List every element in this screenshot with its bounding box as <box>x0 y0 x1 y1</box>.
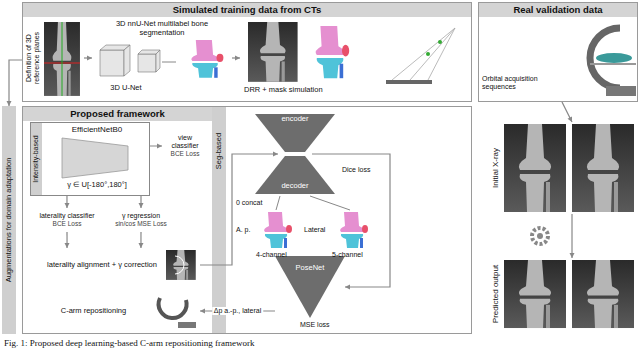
connector-arrow <box>150 143 162 148</box>
arrowhead <box>64 203 69 208</box>
connector-arrow <box>200 152 278 266</box>
annotation-label: Lateral <box>304 226 325 234</box>
node-text: view classifier <box>164 134 206 150</box>
arrowhead <box>345 285 350 290</box>
connector-arrow <box>139 196 144 208</box>
network-block: PoseNet <box>275 256 345 318</box>
process-box: γ regressionsin/cos MSE Loss <box>106 208 176 232</box>
node-text: Intensity-based <box>32 124 40 194</box>
annotation-label: A. p. <box>236 226 250 234</box>
connector-line <box>200 154 278 265</box>
node-text: Definition of 3D reference planes <box>25 20 41 96</box>
annotation-label: MSE loss <box>300 321 330 329</box>
panel-title: Real validation data <box>479 3 637 17</box>
connector-arrow <box>562 102 572 122</box>
arrowhead <box>87 56 92 61</box>
edge-label: Δp a.-p., lateral <box>212 307 263 315</box>
node-text: BCE Loss <box>171 150 200 157</box>
arrowhead <box>200 308 205 313</box>
arrowhead <box>235 56 240 61</box>
node-text: PoseNet <box>275 264 345 273</box>
connector-line <box>562 102 572 122</box>
panel: Real validation dataOrbital acquisition … <box>478 2 638 102</box>
arrowhead <box>139 203 144 208</box>
process-box: view classifierBCE Loss <box>162 132 208 160</box>
node-text: Orbital acquisition sequences <box>482 75 554 91</box>
connector-arrow <box>65 232 70 248</box>
annotation-label: Dice loss <box>342 166 370 174</box>
side-band: Seg-based <box>212 106 226 334</box>
connector-line <box>571 214 572 258</box>
arrowhead <box>570 253 575 258</box>
image-group: Initial X-ray <box>488 122 636 214</box>
connector-arrow <box>138 232 143 248</box>
arrowhead <box>138 243 143 248</box>
node-text: sin/cos MSE Loss <box>115 220 167 227</box>
panel-title: Simulated training data from CTs <box>23 3 471 17</box>
connector-arrow <box>570 214 575 258</box>
node-text: γ regression <box>122 212 160 220</box>
process-box: laterality classifierBCE Loss <box>32 208 102 232</box>
arrowhead <box>157 143 162 148</box>
arrowhead <box>65 243 70 248</box>
panel: Proposed frameworkIntensity-based Efficie… <box>22 106 472 334</box>
process-box: laterality alignment + γ correction <box>40 248 200 282</box>
connector-arrow <box>7 60 23 106</box>
image-group: Predicted output <box>488 258 636 330</box>
panel-title: Proposed framework <box>23 107 212 121</box>
arrowhead <box>568 116 572 122</box>
annotation-label: 5-channel <box>332 251 363 259</box>
arrowhead <box>7 101 12 106</box>
connector-line <box>9 60 22 106</box>
panel: Simulated training data from CTsDefiniti… <box>22 2 472 102</box>
node-text: C-arm repositioning <box>61 307 126 316</box>
network-block: encoderdecoder <box>278 112 312 196</box>
process-box: 3D nnU-Net multilabel bone segmentation 3… <box>92 18 232 98</box>
node-text: laterality classifier <box>39 212 94 220</box>
node-text: DRR + mask simulation <box>244 86 374 95</box>
side-band: Augmentations for domain adaptation <box>2 106 16 334</box>
connector-arrow <box>84 56 92 61</box>
node-text: Predicted output <box>491 259 500 329</box>
node-text: 3D U-Net <box>96 84 156 93</box>
node-text: Initial X-ray <box>491 124 500 212</box>
node-text: Seg-based <box>215 111 224 191</box>
node-text: γ ∈ U[-180°,180°] <box>45 181 149 190</box>
node-text: encoder <box>268 115 322 124</box>
annotation-label: 4-channel <box>256 251 287 259</box>
process-box: Intensity-based EfficientNetB0 γ ∈ U[-180°… <box>30 122 150 196</box>
connector-arrow <box>64 196 69 208</box>
node-text: BCE Loss <box>53 220 82 227</box>
connector-arrow <box>232 56 240 61</box>
node-text: decoder <box>268 182 322 191</box>
process-box: C-arm repositioning <box>40 292 200 330</box>
process-box: DRR + mask simulation <box>240 18 466 98</box>
process-box: Definition of 3D reference planes <box>24 18 84 98</box>
figure-caption: Fig. 1: Proposed deep learning-based C-a… <box>4 338 636 349</box>
node-text: 3D nnU-Net multilabel bone segmentation <box>94 20 230 37</box>
node-text: EfficientNetB0 <box>45 125 149 134</box>
annotation-label: 0 concat <box>236 199 262 207</box>
node-text: laterality alignment + γ correction <box>47 261 157 270</box>
node-text: Augmentations for domain adaptation <box>5 110 14 330</box>
arrowhead <box>273 152 278 157</box>
